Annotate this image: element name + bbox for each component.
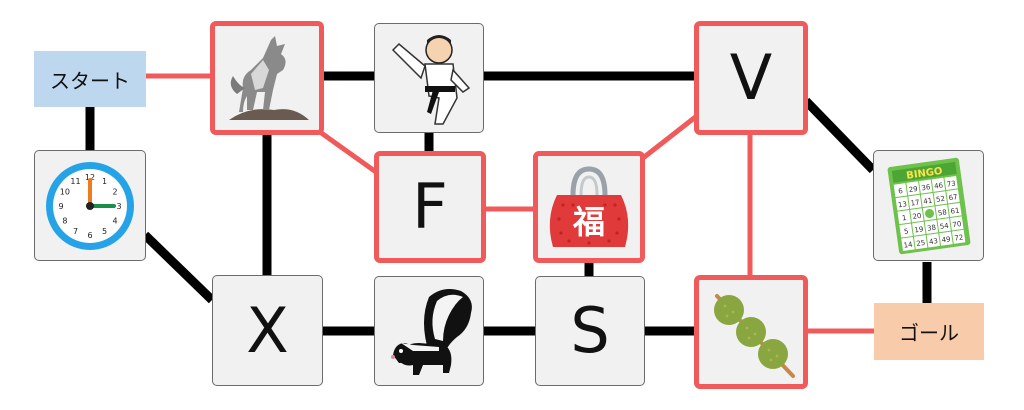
- bingo-number: 17: [910, 198, 920, 207]
- node-fukubukuro[interactable]: 福: [533, 151, 645, 263]
- bingo-cell: [945, 188, 960, 204]
- bingo-number: 46: [933, 181, 943, 190]
- bingo-cell: [949, 215, 964, 230]
- bingo-cell: [911, 221, 925, 236]
- clock-numeral: 12: [85, 173, 95, 182]
- bingo-number: 41: [922, 196, 932, 205]
- clock-numeral: 3: [116, 202, 121, 211]
- bingo-number: 29: [908, 184, 918, 193]
- bingo-number: 52: [935, 194, 945, 203]
- node-wolf[interactable]: [210, 21, 324, 135]
- bingo-cell: [951, 229, 965, 244]
- clock-numeral: 10: [60, 187, 70, 196]
- bingo-cell: [947, 202, 962, 217]
- clock-numeral: 9: [58, 202, 63, 211]
- clock-numeral: 11: [70, 176, 80, 185]
- dango-icon: [714, 294, 795, 378]
- bingo-number: 43: [928, 237, 938, 246]
- bingo-number: 38: [926, 223, 936, 232]
- bingo-number: 5: [903, 227, 909, 236]
- clock-numeral: 4: [113, 216, 118, 225]
- wolf-icon: [229, 36, 309, 120]
- fuku-char: 福: [572, 203, 605, 241]
- node-letter: V: [729, 41, 773, 114]
- bingo-cell: [896, 209, 911, 224]
- bingo-number: 54: [939, 221, 949, 230]
- bingo-cell: [943, 175, 958, 190]
- bingo-cell: [935, 204, 949, 219]
- path-wolf-f: [318, 129, 378, 175]
- bingo-cell: [898, 222, 913, 238]
- bingo-number: 6: [897, 186, 903, 195]
- bingo-number: 67: [948, 193, 958, 202]
- bingo-number: 70: [951, 220, 961, 229]
- clock-numeral: 7: [73, 227, 78, 236]
- bingo-cell: [920, 192, 934, 207]
- bingo-cell: [900, 236, 915, 251]
- bingo-cell: [895, 196, 909, 211]
- bingo-number: 1: [901, 213, 907, 222]
- bingo-cell: [924, 219, 938, 234]
- bingo-cell: [933, 190, 947, 205]
- goal-label: ゴール: [874, 303, 984, 360]
- bingo-cell: [936, 217, 951, 232]
- node-letter: S: [570, 294, 610, 367]
- bingo-cell: [893, 182, 907, 197]
- edge-clock-x: [141, 231, 216, 304]
- bingo-number: 36: [920, 183, 930, 192]
- bingo-number: 58: [937, 208, 947, 217]
- node-karate[interactable]: [374, 23, 484, 133]
- node-s[interactable]: S: [535, 276, 645, 386]
- edge-v-bingo: [802, 97, 877, 174]
- start-label: スタート: [34, 51, 146, 107]
- bingo-number: 61: [950, 206, 960, 215]
- node-letter: F: [412, 170, 448, 243]
- clock-numeral: 8: [62, 216, 67, 225]
- node-skunk[interactable]: [374, 276, 484, 386]
- node-v[interactable]: V: [694, 21, 808, 135]
- node-f[interactable]: F: [374, 151, 486, 263]
- skunk-icon: [391, 289, 472, 375]
- path-fuku-v: [641, 113, 700, 160]
- bingo-number: 72: [953, 233, 963, 242]
- bingo-cell: [931, 177, 945, 192]
- bingo-cell: [909, 207, 924, 222]
- node-letter: X: [246, 293, 289, 367]
- bingo-cell: [907, 194, 922, 209]
- bingo-number: 73: [946, 179, 956, 188]
- node-dango[interactable]: [694, 275, 808, 389]
- clock-numeral: 2: [113, 187, 118, 196]
- bingo-number: 19: [913, 225, 923, 234]
- bingo-free-mark: [924, 208, 934, 218]
- bingo-number: 14: [903, 240, 913, 249]
- karate-icon: [391, 35, 471, 125]
- fukubukuro-icon: 福: [549, 166, 629, 247]
- bingo-cell: [905, 180, 920, 195]
- bingo-number: 13: [897, 200, 907, 209]
- bingo-number: 20: [912, 211, 922, 220]
- bingo-cell: [938, 231, 953, 246]
- clock-numeral: 6: [87, 231, 92, 240]
- bingo-number: 49: [941, 235, 951, 244]
- bingo-cell: [918, 179, 932, 194]
- clock-numeral: 5: [102, 227, 107, 236]
- bingo-cell: [926, 232, 940, 247]
- clock-numeral: 1: [102, 176, 107, 185]
- bingo-header: BINGO: [905, 165, 943, 181]
- bingo-cell: [913, 234, 927, 249]
- node-x[interactable]: X: [212, 275, 323, 386]
- bingo-number: 25: [915, 238, 925, 247]
